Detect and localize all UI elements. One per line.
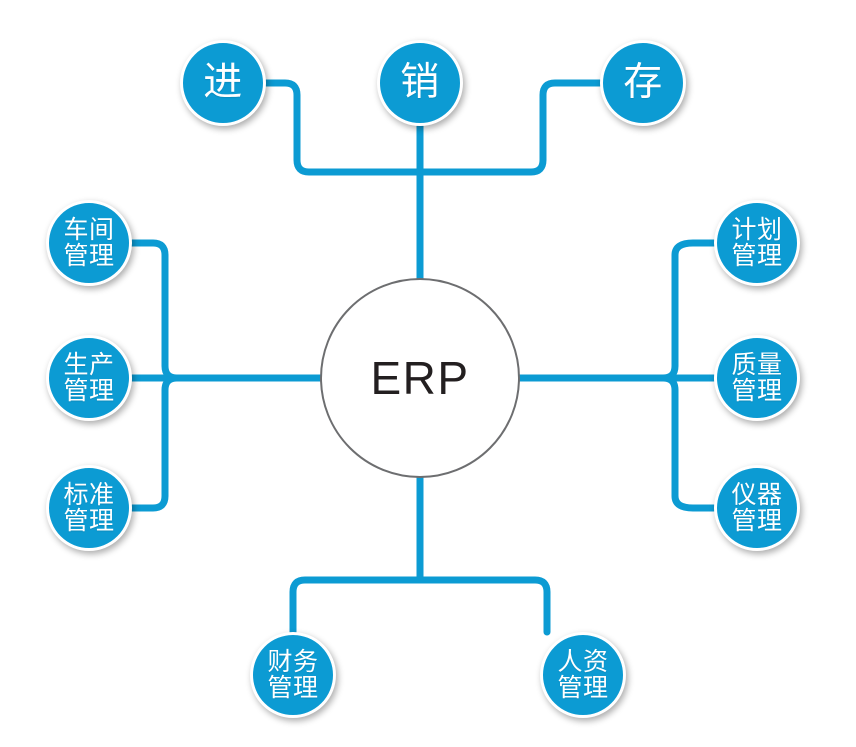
node-instrument-management[interactable]: 仪器 管理 [714,465,800,551]
node-plan-management[interactable]: 计划 管理 [714,200,800,286]
connector-path-12 [289,576,551,636]
node-instrument-management-label-line2: 管理 [731,507,783,535]
node-xiao-label: 销 [400,60,440,104]
connector-path-8 [659,239,718,382]
node-hr-management[interactable]: 人资 管理 [540,632,626,718]
node-cun[interactable]: 存 [600,40,686,126]
node-workshop-management-label-line2: 管理 [63,242,115,270]
node-plan-management-label-line1: 计划 [731,216,783,244]
connector-path-10 [659,374,718,512]
node-finance-management[interactable]: 财务 管理 [250,632,336,718]
node-instrument-management-label-line1: 仪器 [731,481,783,509]
node-standard-management-label-line2: 管理 [63,507,115,535]
node-quality-management-label-line2: 管理 [731,377,783,405]
node-hr-management-label-line1: 人资 [557,648,609,676]
node-cun-label: 存 [623,60,663,104]
node-production-management-label-line2: 管理 [63,377,115,405]
node-workshop-management-label-line1: 车间 [63,216,115,244]
center-node-erp-label: ERP [370,352,470,404]
connector-path-6 [128,374,181,512]
connector-path-4 [128,239,181,382]
node-quality-management-label-line1: 质量 [731,351,783,379]
node-production-management-label-line1: 生产 [63,351,115,379]
node-xiao[interactable]: 销 [377,40,463,126]
node-workshop-management[interactable]: 车间 管理 [46,200,132,286]
node-finance-management-label-line2: 管理 [267,674,319,702]
node-jin[interactable]: 进 [180,40,266,126]
center-node-erp[interactable]: ERP [320,278,520,478]
node-standard-management-label-line1: 标准 [63,481,115,509]
node-standard-management[interactable]: 标准 管理 [46,465,132,551]
node-quality-management[interactable]: 质量 管理 [714,335,800,421]
node-finance-management-label-line1: 财务 [267,648,319,676]
node-production-management[interactable]: 生产 管理 [46,335,132,421]
node-plan-management-label-line2: 管理 [731,242,783,270]
node-jin-label: 进 [203,60,243,104]
node-hr-management-label-line2: 管理 [557,674,609,702]
connector-paths [128,79,718,636]
